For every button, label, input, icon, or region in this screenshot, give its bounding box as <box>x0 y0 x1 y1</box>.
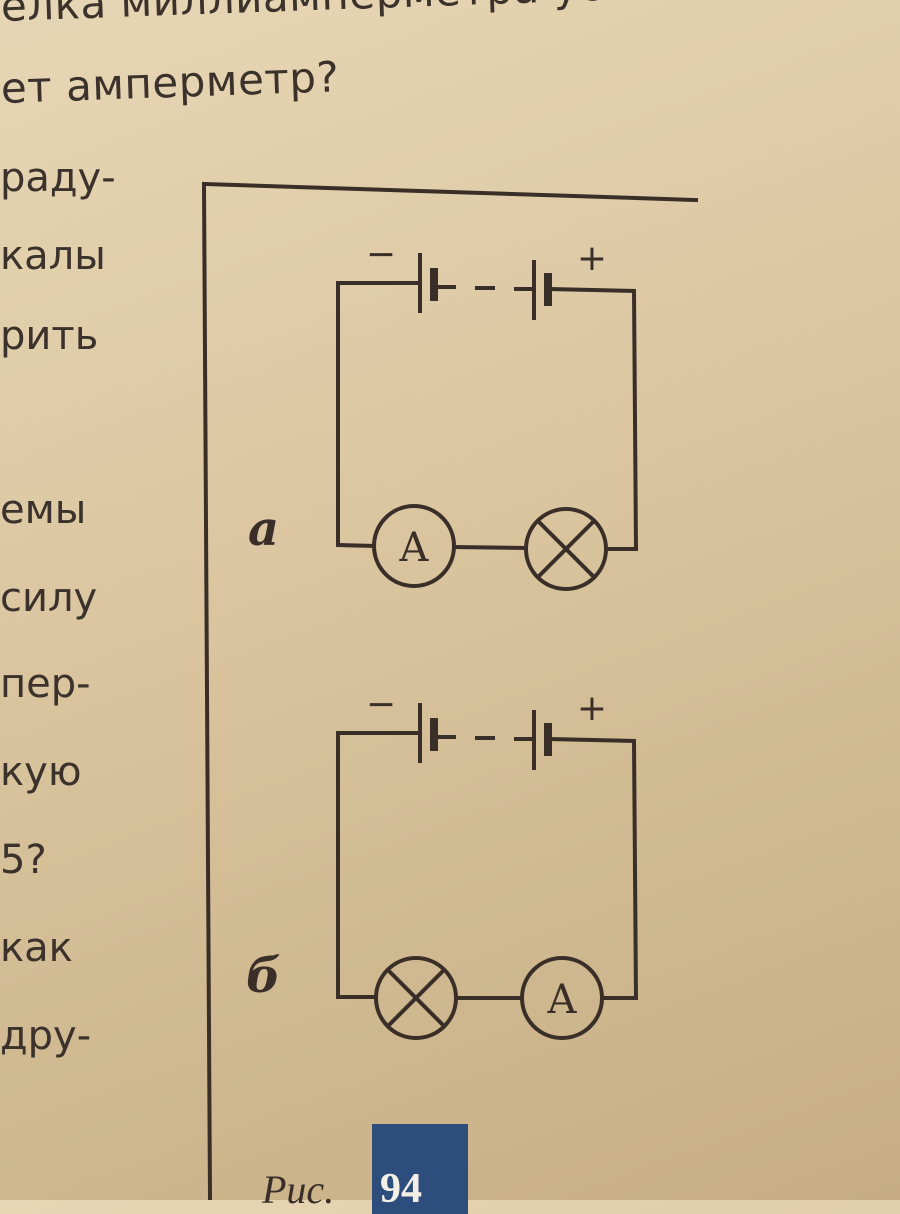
figure-caption-word: Рис. <box>262 1167 335 1212</box>
svg-text:−: − <box>366 234 396 275</box>
panel-label-b: б <box>246 948 281 1004</box>
figure-number: 94 <box>380 1166 422 1212</box>
text-fragment: емы <box>0 487 87 533</box>
circuit-panel-b: − + A <box>336 684 639 1040</box>
panel-label-a: а <box>248 501 280 557</box>
circuit-panel-a: − + A <box>335 234 639 591</box>
ammeter-icon: A <box>520 956 604 1040</box>
text-fragment: калы <box>0 233 106 279</box>
text-fragment: силу <box>0 575 98 621</box>
figure-frame-top <box>201 181 699 203</box>
wire-bottom <box>335 542 377 549</box>
text-fragment: 5? <box>0 837 47 883</box>
lamp-icon <box>524 507 608 591</box>
svg-text:A: A <box>547 977 578 1023</box>
text-fragment: пер- <box>0 661 91 707</box>
plus-sign: + <box>577 238 607 279</box>
text-fragment: кую <box>0 749 82 795</box>
ammeter-icon: A <box>372 504 456 588</box>
svg-text:−: − <box>366 684 396 725</box>
wire-right <box>631 738 639 1001</box>
wire-right <box>631 288 639 552</box>
text-fragment: как <box>0 925 73 971</box>
svg-text:+: + <box>577 238 607 279</box>
text-fragment: дру- <box>0 1013 92 1059</box>
figure-frame-left <box>201 181 213 1200</box>
svg-text:+: + <box>577 688 607 729</box>
minus-sign: − <box>366 684 396 725</box>
minus-sign: − <box>366 234 396 275</box>
lamp-icon <box>374 956 458 1040</box>
battery-icon <box>336 253 637 320</box>
plus-sign: + <box>577 688 607 729</box>
text-fragment: рить <box>0 313 99 359</box>
battery-icon <box>336 703 637 770</box>
svg-text:A: A <box>399 525 430 571</box>
wire-bottom <box>451 544 529 551</box>
figure-number-badge <box>372 1124 468 1214</box>
text-fragment: раду- <box>0 155 116 201</box>
